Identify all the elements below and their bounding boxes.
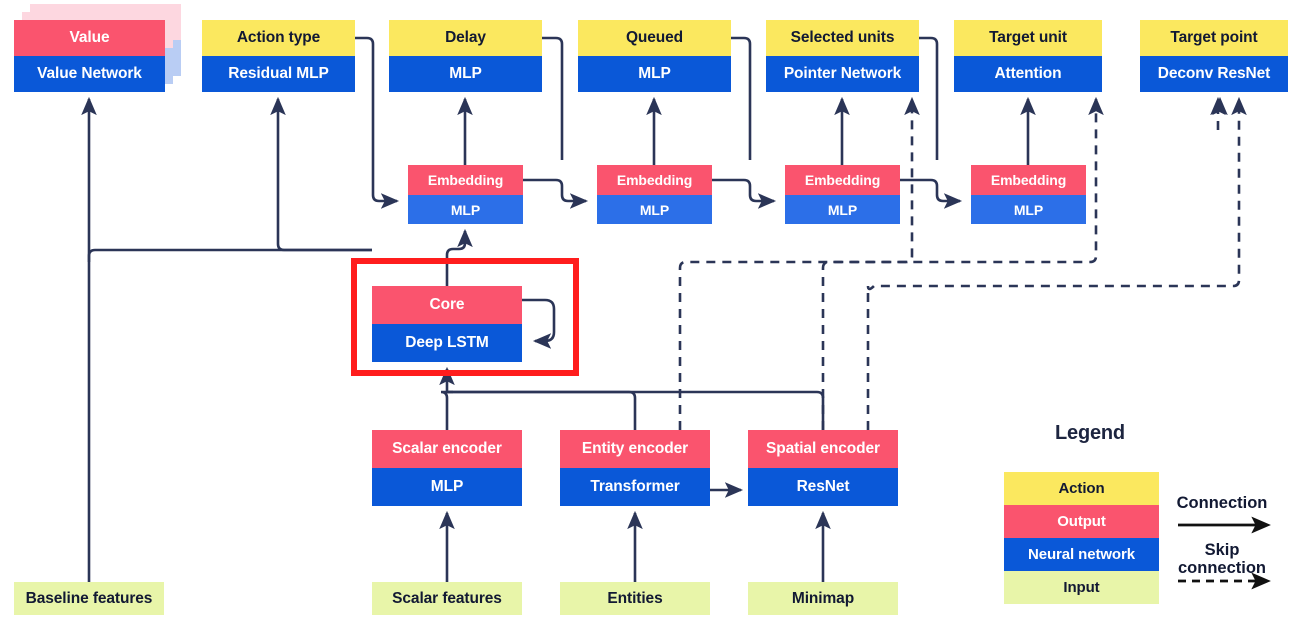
- node-spatial-encoder-head: Spatial encoder: [748, 430, 898, 468]
- node-selected-units-body: Pointer Network: [766, 56, 919, 92]
- core-highlight-box: [351, 258, 579, 376]
- legend-connection-label: Connection: [1176, 494, 1268, 512]
- legend-swatch-action: Action: [1004, 472, 1159, 505]
- wire-embedding-delay-to-queued: [523, 178, 589, 209]
- wire-selectedunits-head-down: [919, 36, 939, 160]
- node-scalar-encoder[interactable]: Scalar encoder MLP: [372, 430, 522, 506]
- node-baseline-features-label: Baseline features: [14, 582, 164, 615]
- node-embedding-queued-body: MLP: [597, 195, 712, 224]
- node-scalar-encoder-body: MLP: [372, 468, 522, 506]
- node-minimap-label: Minimap: [748, 582, 898, 615]
- legend-skip-label-line2: connection: [1177, 559, 1267, 578]
- node-scalar-features[interactable]: Scalar features: [372, 582, 522, 615]
- node-minimap[interactable]: Minimap: [748, 582, 898, 615]
- node-scalar-encoder-head: Scalar encoder: [372, 430, 522, 468]
- node-target-point-head: Target point: [1140, 20, 1288, 56]
- wire-delay-head-down: [542, 36, 564, 160]
- node-embedding-delay-body: MLP: [408, 195, 523, 224]
- wire-rail-stub: [440, 390, 453, 430]
- node-value-head: Value: [14, 20, 165, 56]
- node-embedding-target-unit-body: MLP: [971, 195, 1086, 224]
- legend-swatch-input: Input: [1004, 571, 1159, 604]
- node-spatial-encoder[interactable]: Spatial encoder ResNet: [748, 430, 898, 506]
- legend-skip-label: Skip connection: [1178, 541, 1266, 578]
- node-core-body: Deep LSTM: [372, 324, 522, 362]
- node-embedding-delay[interactable]: Embedding MLP: [408, 165, 523, 224]
- node-baseline-features[interactable]: Baseline features: [14, 582, 164, 615]
- wire-skip-entity-to-selected-units: [678, 96, 920, 430]
- node-target-unit-head: Target unit: [954, 20, 1102, 56]
- node-spatial-encoder-body: ResNet: [748, 468, 898, 506]
- node-queued[interactable]: Queued MLP: [578, 20, 731, 92]
- node-embedding-selected-units-body: MLP: [785, 195, 900, 224]
- node-action-type-head: Action type: [202, 20, 355, 56]
- wire-core-to-action-type: [270, 96, 372, 252]
- node-entity-encoder-head: Entity encoder: [560, 430, 710, 468]
- wire-core-to-value-rail: [87, 248, 372, 262]
- node-embedding-target-unit-head: Embedding: [971, 165, 1086, 195]
- node-embedding-queued[interactable]: Embedding MLP: [597, 165, 712, 224]
- wire-queued-head-down: [731, 36, 752, 160]
- wire-skip-spatial-to-target-point: [866, 96, 1247, 430]
- wire-entity-to-rail: [447, 390, 637, 430]
- node-delay-head: Delay: [389, 20, 542, 56]
- wire-skip-spatial-to-target-unit: [821, 96, 1104, 430]
- node-embedding-target-unit[interactable]: Embedding MLP: [971, 165, 1086, 224]
- node-selected-units-head: Selected units: [766, 20, 919, 56]
- node-embedding-delay-head: Embedding: [408, 165, 523, 195]
- node-target-point-body: Deconv ResNet: [1140, 56, 1288, 92]
- legend-skip-label-line1: Skip: [1204, 541, 1240, 559]
- node-embedding-selected-units-head: Embedding: [785, 165, 900, 195]
- node-scalar-features-label: Scalar features: [372, 582, 522, 615]
- node-embedding-selected-units[interactable]: Embedding MLP: [785, 165, 900, 224]
- node-entities[interactable]: Entities: [560, 582, 710, 615]
- node-value[interactable]: Value Value Network: [14, 20, 165, 92]
- node-embedding-queued-head: Embedding: [597, 165, 712, 195]
- legend-swatch-neural-network: Neural network: [1004, 538, 1159, 571]
- wire-spatial-to-rail: [447, 390, 825, 430]
- node-value-body: Value Network: [14, 56, 165, 92]
- wire-embedding-units-to-unit: [900, 178, 963, 209]
- node-action-type[interactable]: Action type Residual MLP: [202, 20, 355, 92]
- node-delay-body: MLP: [389, 56, 542, 92]
- node-action-type-body: Residual MLP: [202, 56, 355, 92]
- node-selected-units[interactable]: Selected units Pointer Network: [766, 20, 919, 92]
- node-target-unit-body: Attention: [954, 56, 1102, 92]
- wire-embedding-queued-to-units: [712, 178, 777, 209]
- node-delay[interactable]: Delay MLP: [389, 20, 542, 92]
- legend-title: Legend: [1055, 422, 1125, 444]
- node-entities-label: Entities: [560, 582, 710, 615]
- legend-swatches: Action Output Neural network Input: [1004, 472, 1159, 604]
- legend-swatch-output: Output: [1004, 505, 1159, 538]
- node-entity-encoder[interactable]: Entity encoder Transformer: [560, 430, 710, 506]
- node-target-point[interactable]: Target point Deconv ResNet: [1140, 20, 1288, 92]
- node-queued-head: Queued: [578, 20, 731, 56]
- node-core-head: Core: [372, 286, 522, 324]
- node-entity-encoder-body: Transformer: [560, 468, 710, 506]
- node-core[interactable]: Core Deep LSTM: [372, 286, 522, 362]
- node-target-unit[interactable]: Target unit Attention: [954, 20, 1102, 92]
- node-queued-body: MLP: [578, 56, 731, 92]
